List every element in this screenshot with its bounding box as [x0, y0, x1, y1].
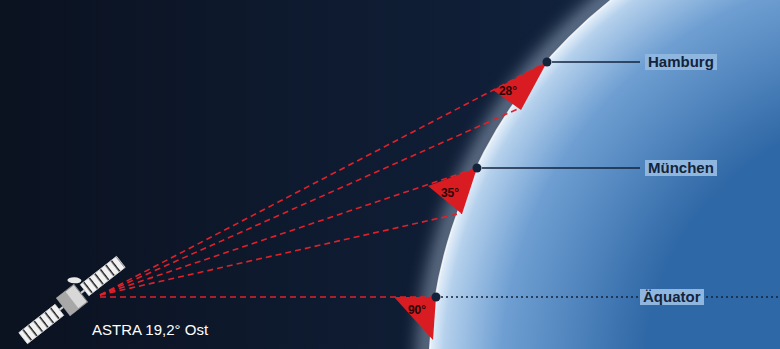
- place-name: Hamburg: [645, 54, 717, 71]
- earth-limb: [429, 0, 780, 349]
- angle-wedges: [394, 62, 547, 340]
- angle-value: 28°: [499, 85, 517, 98]
- beam-lines: [100, 62, 547, 297]
- atmosphere-glow: [426, 0, 780, 349]
- leader-lines: [441, 62, 780, 297]
- angle-value: 90°: [408, 304, 426, 317]
- satellite-label: ASTRA 19,2° Ost: [92, 322, 208, 339]
- angle-value: 35°: [441, 187, 459, 200]
- place-name: Äquator: [640, 289, 704, 306]
- location-dots: [432, 58, 552, 302]
- place-name: München: [645, 160, 717, 177]
- earth: [429, 0, 780, 349]
